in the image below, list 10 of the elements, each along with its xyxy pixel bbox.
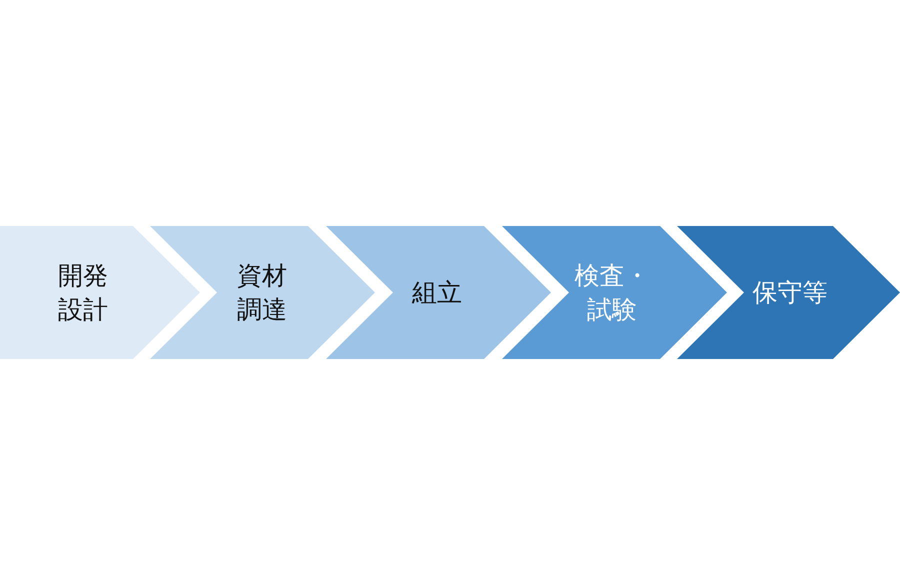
chevron-shape — [326, 226, 551, 359]
step-label: 資材調達 — [236, 260, 288, 326]
chevron-shape — [150, 226, 375, 359]
chevron-shape — [677, 226, 900, 359]
step-label: 組立 — [411, 276, 463, 308]
chevron-shape — [502, 226, 727, 359]
step-label: 検査・試験 — [574, 260, 650, 326]
step-label: 保守等 — [752, 276, 828, 308]
chevron-shape — [0, 226, 200, 359]
step-label: 開発設計 — [57, 260, 109, 326]
